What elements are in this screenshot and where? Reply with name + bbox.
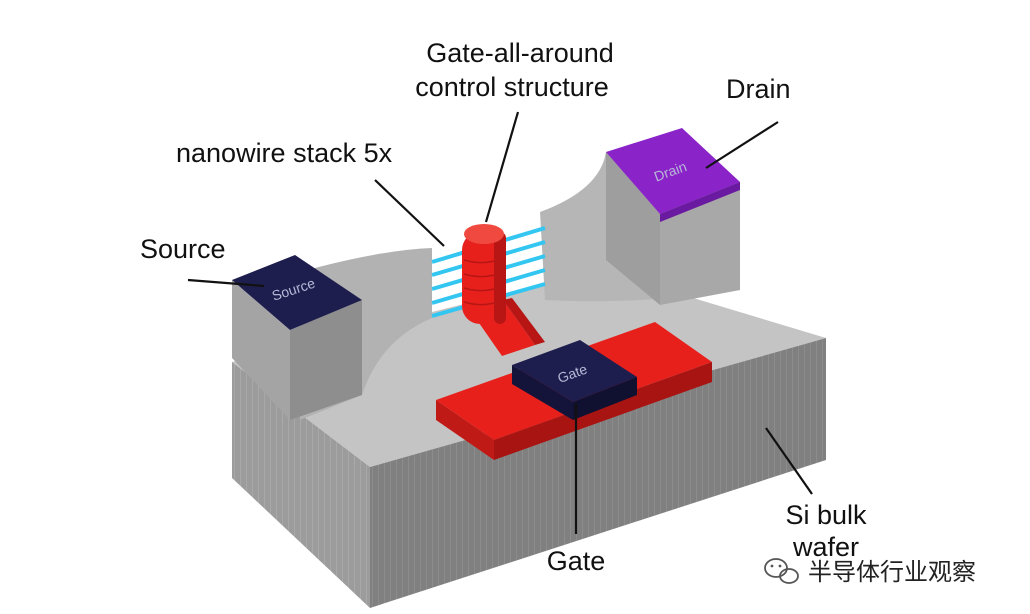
label-nanowire-stack: nanowire stack 5x: [176, 138, 393, 168]
source-front-face: [232, 280, 290, 420]
label-gate: Gate: [547, 546, 606, 576]
gate-all-around-structure: [462, 224, 545, 356]
drain-pad: [606, 128, 740, 214]
drain-pad-shade: [660, 182, 740, 222]
gate-pad-top: [512, 340, 637, 402]
leader-lines: [187, 111, 813, 534]
gate-base-front: [436, 400, 494, 460]
label-si-bulk-2: wafer: [792, 532, 859, 562]
wafer-front-face: [232, 362, 370, 608]
gate-pad-side: [573, 377, 637, 420]
label-drain: Drain: [726, 74, 791, 104]
gate-pad-front: [512, 365, 573, 420]
source-pad: [232, 255, 362, 330]
wechat-icon: [764, 558, 799, 584]
source-block: Source: [232, 248, 432, 420]
source-leader: [187, 278, 265, 288]
gaa-fin-rings: [463, 257, 505, 306]
label-si-bulk-1: Si bulk: [785, 500, 867, 530]
gate-stem-side: [503, 298, 545, 345]
label-source: Source: [140, 234, 226, 264]
gate-contact: Gate: [436, 322, 712, 460]
watermark-text: 半导体行业观察: [808, 558, 976, 586]
watermark: 半导体行业观察: [764, 558, 976, 586]
drain-leader: [705, 121, 779, 169]
labels: Gate-all-around control structure nanowi…: [140, 38, 867, 576]
nanowire-leader: [374, 179, 445, 247]
gaa-leader: [484, 111, 520, 223]
label-gate-all-around-2: control structure: [415, 72, 609, 102]
gaa-fin-cap: [464, 224, 504, 244]
gate-base-side: [494, 362, 712, 460]
wafer-right-face: [370, 338, 826, 608]
drain-front-face: [606, 152, 660, 305]
label-gate-all-around-1: Gate-all-around: [426, 38, 614, 68]
drain-block: Drain: [540, 128, 740, 305]
source-right-face: [290, 300, 362, 420]
wafer-leader: [765, 427, 813, 495]
gaa-fin-side: [494, 232, 506, 324]
